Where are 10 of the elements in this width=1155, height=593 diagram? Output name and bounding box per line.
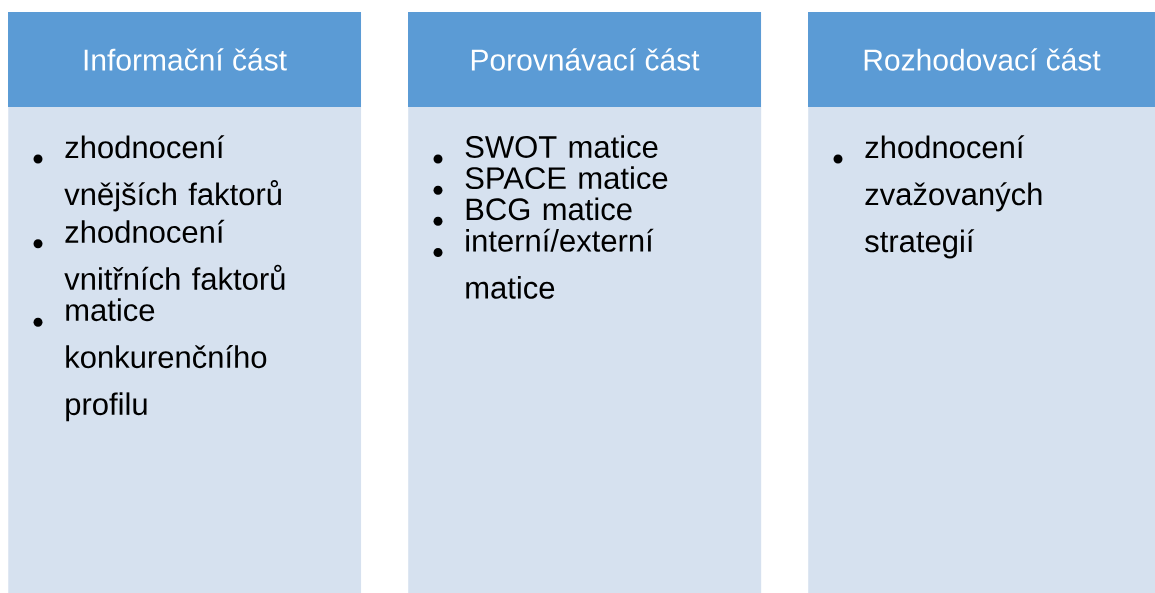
heading-text: Informační část [84,48,287,71]
bullet-item: zhodnocení vnitřních faktorů [33,219,285,290]
bullet-item: SWOT matice [433,135,658,164]
heading-text: Porovnávací část [471,48,700,71]
bullet-item: BCG matice [433,197,632,226]
bullet-item: zhodnocení zvažovaných strategií [833,135,1042,259]
bullet-item: interní/externí matice [433,228,654,299]
bullet-item: SPACE matice [433,166,668,195]
bullet-item: matice konkurenčního profilu [33,298,267,422]
heading-text: Rozhodovací část [864,48,1101,71]
